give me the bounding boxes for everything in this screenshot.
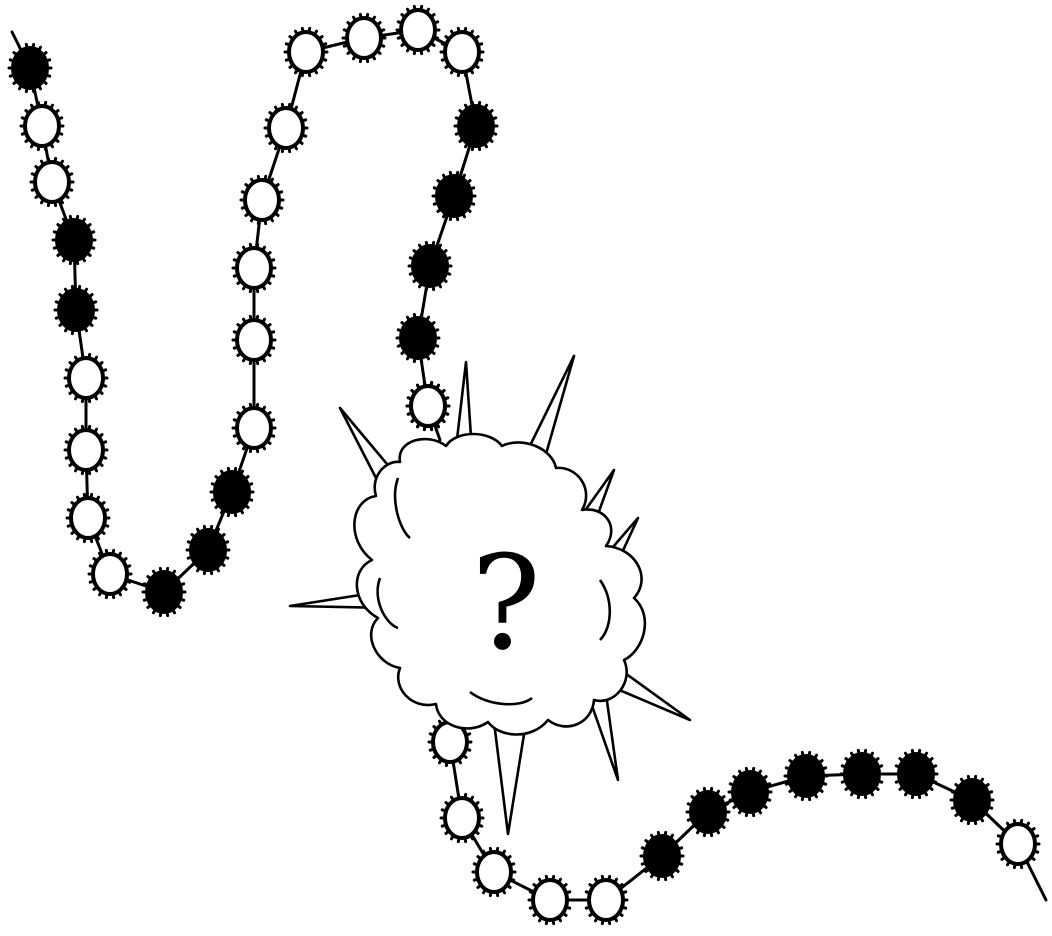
light-bead (21, 102, 63, 149)
bead-body (459, 106, 493, 146)
bead-body (13, 48, 47, 88)
dark-bead (409, 242, 451, 289)
dark-bead (211, 468, 253, 515)
bead-body (477, 852, 511, 892)
light-bead (285, 28, 327, 75)
dark-bead (951, 776, 993, 823)
bead-body (289, 32, 323, 72)
dark-bead (687, 788, 729, 835)
bead-body (59, 290, 93, 330)
bead-body (237, 320, 271, 360)
mystery-cloud: ? (290, 356, 690, 834)
light-bead (265, 104, 307, 151)
light-bead (997, 820, 1039, 867)
light-bead (441, 794, 483, 841)
bead-body (93, 554, 127, 594)
bead-body (269, 108, 303, 148)
dark-bead (895, 750, 937, 797)
light-bead (397, 6, 439, 53)
bead-body (69, 358, 103, 398)
dark-bead (397, 314, 439, 361)
dark-bead (841, 750, 883, 797)
light-bead (241, 176, 283, 223)
bead-body (25, 106, 59, 146)
spike (590, 694, 618, 780)
bead-body (411, 386, 445, 426)
light-bead (441, 28, 483, 75)
bead-body (215, 472, 249, 512)
bead-body (789, 756, 823, 796)
dark-bead (53, 216, 95, 263)
light-bead (473, 848, 515, 895)
bead-body (147, 572, 181, 612)
bead-body (437, 176, 471, 216)
bead-body (445, 32, 479, 72)
bead-body (691, 792, 725, 832)
bead-body (401, 318, 435, 358)
light-bead (233, 316, 275, 363)
bead-body (237, 248, 271, 288)
dark-bead (433, 172, 475, 219)
bead-body (899, 754, 933, 794)
light-bead (67, 494, 109, 541)
bead-body (401, 10, 435, 50)
bead-body (35, 162, 69, 202)
bead-body (589, 880, 623, 920)
light-bead (233, 244, 275, 291)
light-bead (65, 354, 107, 401)
dark-bead (9, 44, 51, 91)
bead-body (955, 780, 989, 820)
light-bead (407, 382, 449, 429)
light-bead (233, 404, 275, 451)
bead-body (237, 408, 271, 448)
bead-body (845, 754, 879, 794)
bead-body (645, 836, 679, 876)
spike (494, 722, 526, 834)
bead-body (445, 798, 479, 838)
dark-bead (55, 286, 97, 333)
light-bead (65, 426, 107, 473)
bead-body (1001, 824, 1035, 864)
dark-bead (455, 102, 497, 149)
dark-bead (785, 752, 827, 799)
light-bead (585, 876, 627, 923)
bead-body (733, 772, 767, 812)
dark-bead (641, 832, 683, 879)
bead-body (69, 430, 103, 470)
light-bead (31, 158, 73, 205)
question-mark: ? (471, 527, 541, 679)
light-bead (343, 14, 385, 61)
bead-body (413, 246, 447, 286)
bead-body (347, 18, 381, 58)
bead-body (191, 530, 225, 570)
bead-body (245, 180, 279, 220)
light-bead (89, 550, 131, 597)
dark-bead (187, 526, 229, 573)
dark-bead (729, 768, 771, 815)
bead-body (71, 498, 105, 538)
light-bead (529, 876, 571, 923)
bead-body (57, 220, 91, 260)
dark-bead (143, 568, 185, 615)
bead-body (533, 880, 567, 920)
